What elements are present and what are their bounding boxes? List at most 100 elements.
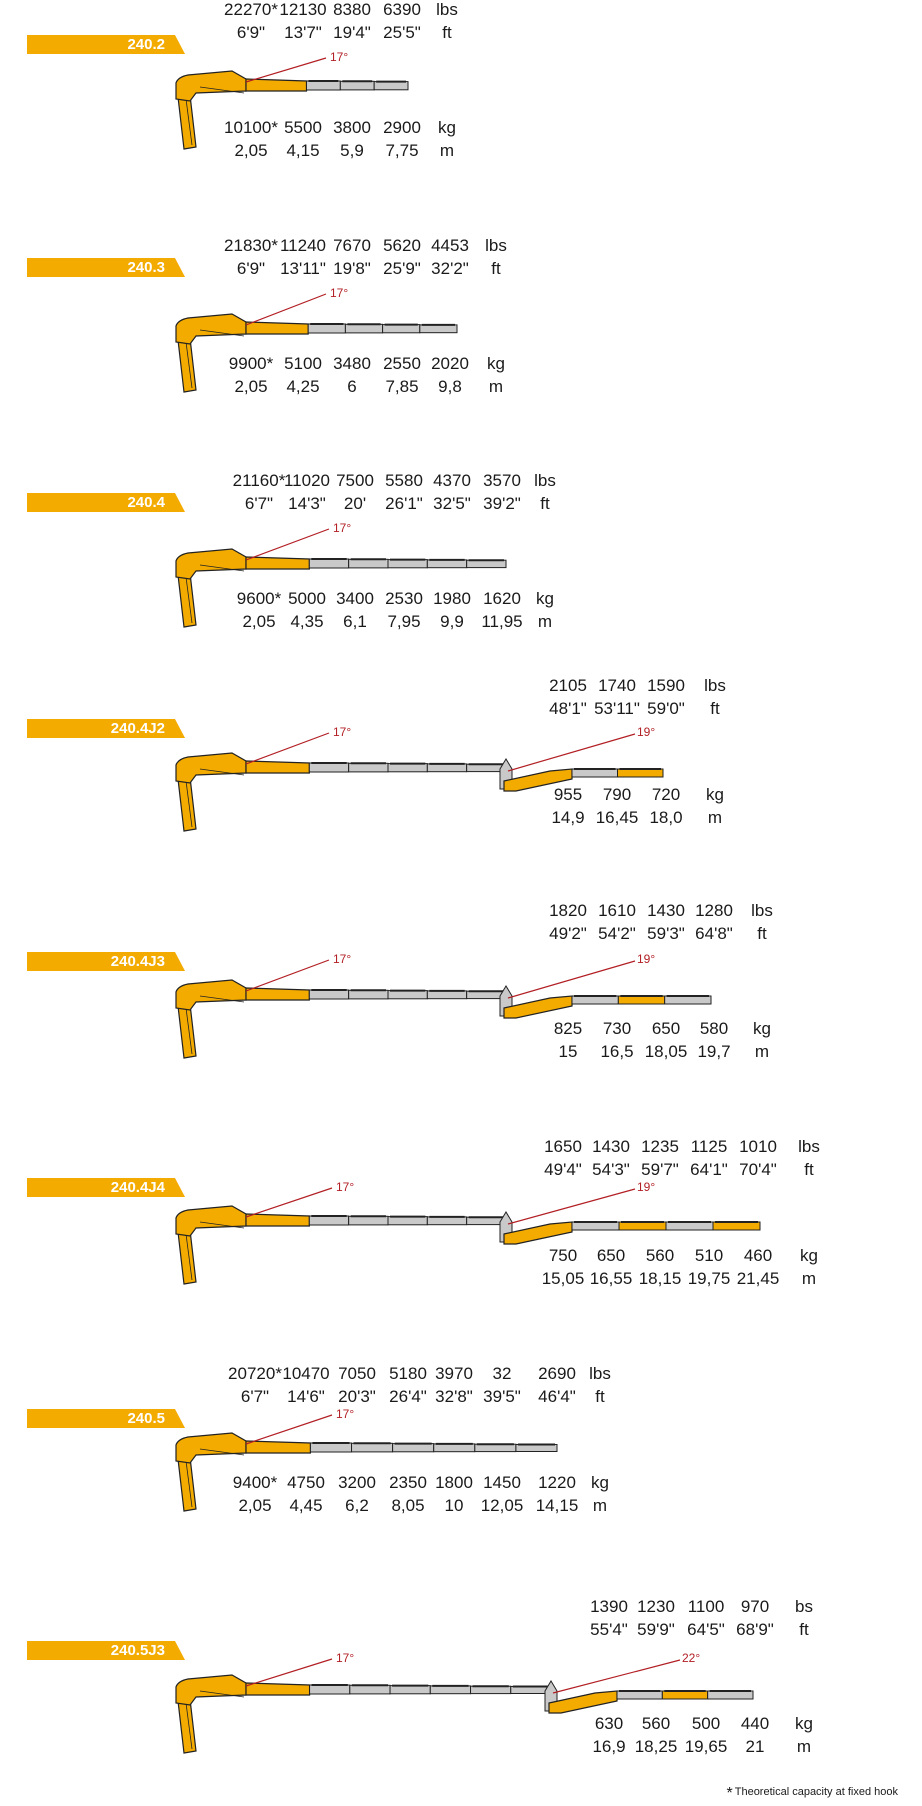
bottom-distance-value: 9,9 (440, 612, 464, 631)
top-distance-value: 32'2" (431, 259, 469, 278)
bottom-load-value: 720 (651, 785, 681, 804)
jib-extension (617, 995, 666, 1005)
jib-extension (617, 768, 664, 778)
jib-extension (707, 1690, 754, 1700)
bottom-distance-value: 14,15 (535, 1496, 579, 1515)
bottom-distance-value: 18,05 (644, 1042, 688, 1061)
boom-extension (309, 1442, 353, 1453)
top-load-unit: lbs (589, 1364, 611, 1383)
top-distance-unit: ft (757, 924, 767, 943)
model-tag: 240.2 (27, 35, 185, 54)
boom-angle-label: 17° (336, 1651, 355, 1665)
bottom-distance-value: 11,95 (481, 612, 523, 631)
boom-extension (349, 1684, 391, 1695)
top-distance-value: 70'4" (739, 1160, 777, 1179)
boom-angle-label: 17° (336, 1407, 355, 1421)
crane-drawing (175, 732, 664, 832)
bottom-distance-value: 7,95 (387, 612, 421, 631)
crane-column (177, 1003, 197, 1059)
bottom-distance-value: 4,45 (289, 1496, 323, 1515)
top-distance-value: 64'1" (690, 1160, 728, 1179)
bottom-load-value: 9900* (228, 354, 274, 373)
top-distance-value: 25'9" (383, 259, 421, 278)
model-tag: 240.5J3 (27, 1641, 185, 1660)
bottom-distance-unit: m (707, 808, 723, 827)
crane-inner-boom (175, 313, 247, 345)
boom-angle-line (245, 959, 330, 992)
main-boom-base (245, 556, 310, 570)
bottom-load-value: 10100* (224, 118, 278, 137)
jib-base (548, 1690, 618, 1714)
bottom-load-value: 955 (553, 785, 583, 804)
bottom-distance-value: 21 (745, 1737, 765, 1756)
bottom-load-value: 2020 (431, 354, 469, 373)
top-load-value: 5180 (389, 1364, 427, 1383)
model-name: 240.4J4 (110, 1179, 165, 1196)
bottom-load-value: 560 (641, 1714, 671, 1733)
boom-extension (308, 558, 350, 569)
top-distance-value: 64'5" (687, 1620, 725, 1639)
bottom-distance-value: 6 (347, 377, 357, 396)
boom-angle-label: 17° (333, 725, 352, 739)
boom-angle-line (245, 1658, 333, 1687)
jib-angle-line (552, 1659, 681, 1694)
boom-angle-line (245, 528, 330, 561)
boom-angle-line (245, 293, 327, 326)
boom-extension (309, 1684, 351, 1695)
jib-extension (712, 1221, 761, 1231)
top-load-value: 1820 (549, 901, 587, 920)
model-name: 240.2 (127, 36, 165, 53)
jib-extension (571, 1221, 620, 1231)
crane-inner-boom (175, 979, 247, 1011)
boom-angle-label: 17° (330, 50, 349, 64)
top-distance-value: 13'7" (284, 23, 322, 42)
boom-extension (470, 1685, 512, 1695)
top-load-value: 2690 (538, 1364, 576, 1383)
bottom-distance-value: 6,2 (345, 1496, 369, 1515)
bottom-load-value: 440 (740, 1714, 770, 1733)
bottom-load-value: 750 (548, 1246, 578, 1265)
bottom-load-value: 9600* (236, 589, 282, 608)
top-distance-value: 25'5" (383, 23, 421, 42)
bottom-load-value: 3800 (333, 118, 371, 137)
bottom-distance-value: 4,35 (290, 612, 324, 631)
footnote-symbol: * (726, 1785, 733, 1802)
bottom-distance-unit: m (796, 1737, 812, 1756)
main-boom-base (245, 987, 310, 1001)
boom-extension (348, 989, 389, 1000)
footnote: *Theoretical capacity at fixed hook (727, 1785, 899, 1803)
bottom-load-value: 5100 (284, 354, 322, 373)
top-load-value: 970 (740, 1597, 770, 1616)
boom-extension (308, 762, 350, 773)
crane-inner-boom (175, 1674, 247, 1706)
bottom-load-value: 4750 (287, 1473, 325, 1492)
jib-angle-label: 19° (637, 725, 656, 739)
bottom-load-value: 510 (694, 1246, 724, 1265)
crane-inner-boom (175, 1432, 247, 1464)
crane-column (177, 572, 197, 628)
jib-angle-label: 22° (682, 1651, 701, 1665)
top-load-value: 1235 (641, 1137, 679, 1156)
top-distance-value: 13'11" (280, 259, 326, 278)
bottom-distance-value: 16,5 (600, 1042, 634, 1061)
top-load-value: 1010 (739, 1137, 777, 1156)
model-tag: 240.4 (27, 493, 185, 512)
bottom-distance-value: 16,55 (589, 1269, 633, 1288)
bottom-distance-value: 18,0 (649, 808, 683, 827)
model-tag: 240.5 (27, 1409, 185, 1428)
bottom-load-value: 790 (602, 785, 632, 804)
boom-extension (389, 1685, 431, 1695)
bottom-load-unit: kg (438, 118, 456, 137)
top-distance-value: 46'4" (538, 1387, 576, 1406)
jib-extension (571, 995, 619, 1005)
top-load-value: 8380 (333, 0, 371, 19)
crane-column (177, 337, 197, 393)
bottom-distance-value: 4,15 (286, 141, 320, 160)
boom-angle-label: 17° (333, 952, 352, 966)
top-distance-value: 55'4" (590, 1620, 628, 1639)
top-load-value: 5580 (385, 471, 423, 490)
boom-extension (466, 559, 507, 569)
bottom-distance-value: 12,05 (480, 1496, 524, 1515)
top-load-value: 1390 (590, 1597, 628, 1616)
